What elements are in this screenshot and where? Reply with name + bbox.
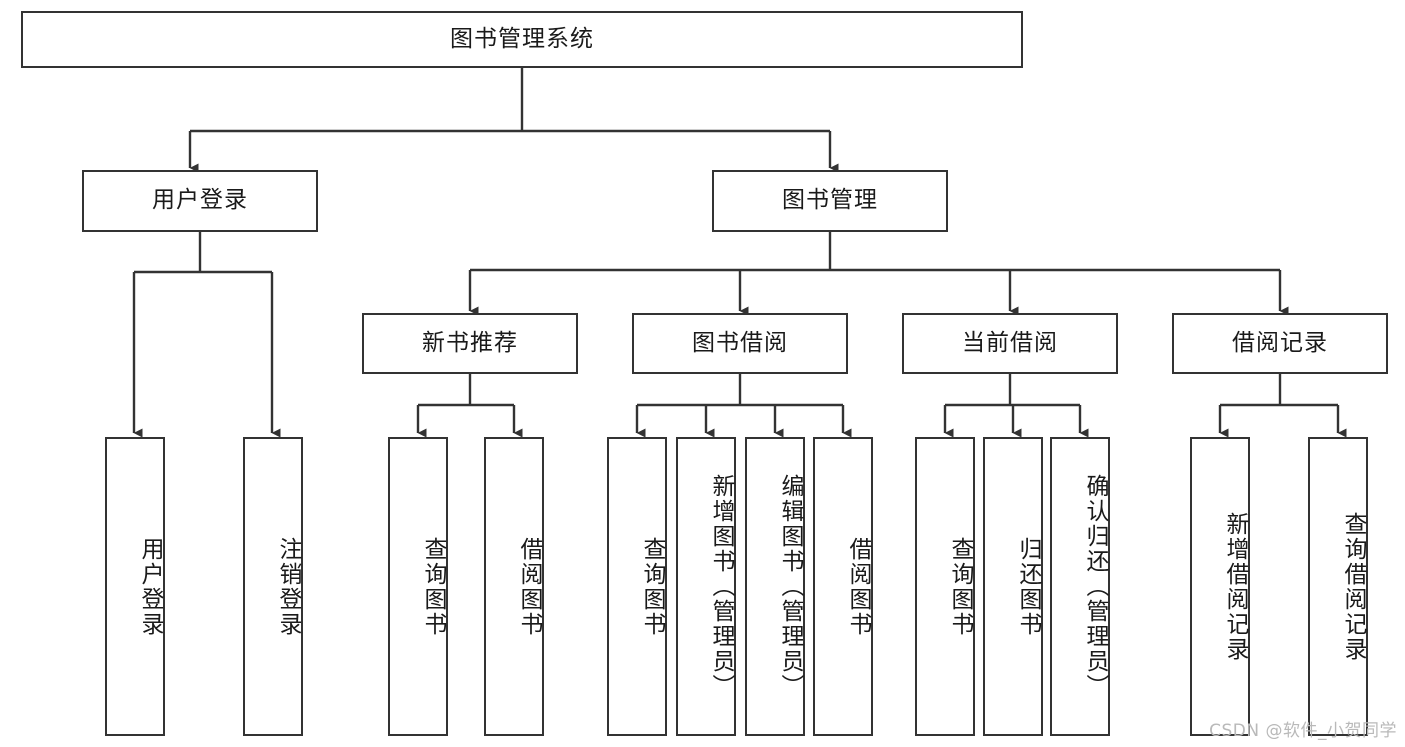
leaf-return-books[interactable]: 归还图书 <box>983 437 1043 736</box>
node-user-login[interactable]: 用户登录 <box>82 170 318 232</box>
csdn-watermark: CSDN @软件_小贺同学 <box>1209 721 1397 741</box>
leaf-query-books-borrow[interactable]: 查询图书 <box>607 437 667 736</box>
leaf-query-books-recommend[interactable]: 查询图书 <box>388 437 448 736</box>
leaf-logout[interactable]: 注销登录 <box>243 437 303 736</box>
node-current-borrow[interactable]: 当前借阅 <box>902 313 1118 374</box>
leaf-borrow-books[interactable]: 借阅图书 <box>813 437 873 736</box>
leaf-user-login[interactable]: 用户登录 <box>105 437 165 736</box>
leaf-borrow-books-recommend[interactable]: 借阅图书 <box>484 437 544 736</box>
node-root[interactable]: 图书管理系统 <box>21 11 1023 68</box>
leaf-add-book-admin[interactable]: 新增图书（管理员） <box>676 437 736 736</box>
node-book-borrow[interactable]: 图书借阅 <box>632 313 848 374</box>
leaf-query-books-current[interactable]: 查询图书 <box>915 437 975 736</box>
leaf-confirm-return-admin[interactable]: 确认归还（管理员） <box>1050 437 1110 736</box>
node-new-book-recommend[interactable]: 新书推荐 <box>362 313 578 374</box>
leaf-add-borrow-record[interactable]: 新增借阅记录 <box>1190 437 1250 736</box>
leaf-edit-book-admin[interactable]: 编辑图书（管理员） <box>745 437 805 736</box>
leaf-query-borrow-record[interactable]: 查询借阅记录 <box>1308 437 1368 736</box>
node-book-management[interactable]: 图书管理 <box>712 170 948 232</box>
node-borrow-record[interactable]: 借阅记录 <box>1172 313 1388 374</box>
